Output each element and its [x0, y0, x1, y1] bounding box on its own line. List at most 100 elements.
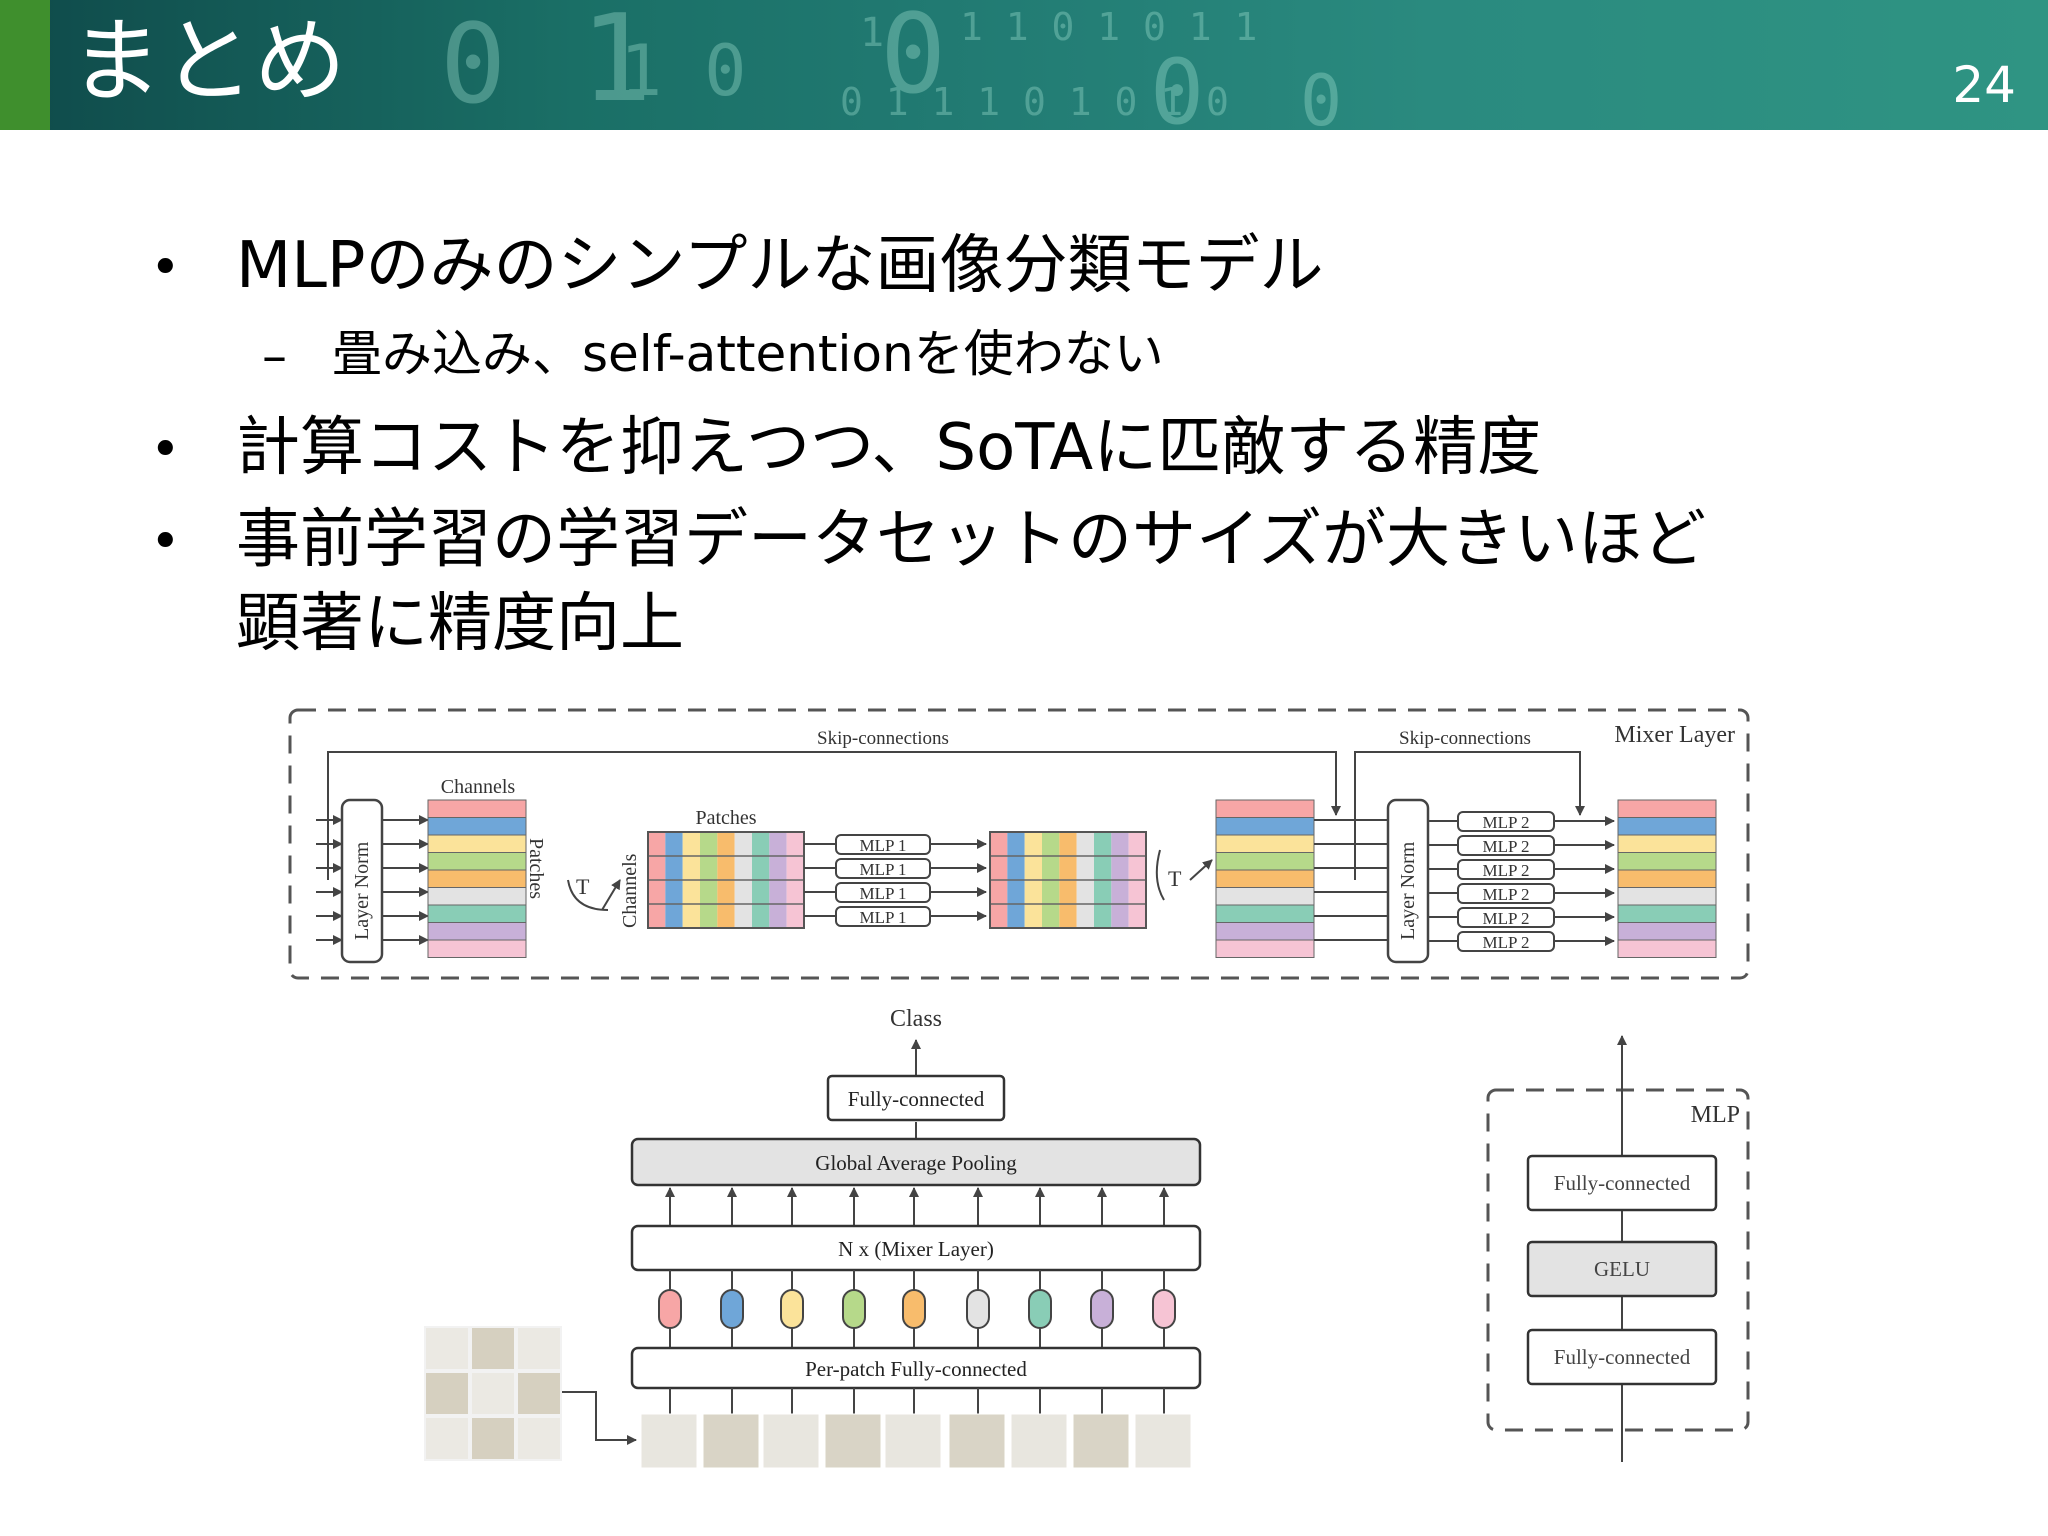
channel-row	[427, 922, 527, 941]
mlp1-label: MLP 1	[859, 908, 906, 927]
mlp1-label: MLP 1	[859, 884, 906, 903]
patch-token	[780, 1289, 804, 1329]
bullet-3-line2: 顕著に精度向上	[236, 587, 684, 661]
image-patch	[702, 1413, 760, 1469]
grid-frame	[989, 831, 1147, 929]
patches-label-rotated: Patches	[525, 838, 547, 899]
channel-row	[427, 904, 527, 923]
channel-row	[1617, 887, 1717, 906]
sub-bullet-1: 畳み込み、self-attentionを使わない	[332, 325, 1164, 383]
image-patch	[472, 1328, 514, 1369]
mlp2-label: MLP 2	[1482, 909, 1529, 928]
channel-row	[1617, 799, 1717, 818]
patch-token	[1152, 1289, 1176, 1329]
mixer-layer-panel: Mixer Layer Skip-connections Skip-connec…	[288, 708, 1750, 980]
transpose-label-1: T	[576, 874, 590, 899]
page-number: 24	[1952, 56, 2016, 114]
channel-row	[1215, 817, 1315, 836]
channel-row	[1215, 939, 1315, 958]
image-patch	[426, 1373, 468, 1414]
channel-row	[427, 817, 527, 836]
patches-label: Patches	[695, 807, 756, 829]
mlp2-label: MLP 2	[1482, 861, 1529, 880]
patch-token	[966, 1289, 990, 1329]
bullet-marker: •	[150, 238, 181, 298]
channel-row	[427, 852, 527, 871]
patch-token	[902, 1289, 926, 1329]
patch-token	[658, 1289, 682, 1329]
image-patch	[884, 1413, 942, 1469]
mlp-fully-connected-top: Fully-connected	[1554, 1171, 1691, 1195]
channels-label-rotated: Channels	[619, 853, 641, 928]
channel-row	[1617, 904, 1717, 923]
channel-row	[427, 887, 527, 906]
channels-label: Channels	[441, 776, 516, 798]
mlp2-label: MLP 2	[1482, 933, 1529, 952]
header-banner: 0 1 1 0 1 0 1 1 0 1 0 1 1 0 1 1 1 0 1 0 …	[0, 0, 2048, 130]
image-patch	[426, 1328, 468, 1369]
fully-connected-head: Fully-connected	[848, 1087, 985, 1111]
skip-connections-label-2: Skip-connections	[1399, 728, 1531, 749]
global-average-pooling: Global Average Pooling	[815, 1151, 1017, 1175]
mlp1-label: MLP 1	[859, 860, 906, 879]
image-patch	[426, 1418, 468, 1459]
image-patch	[1134, 1413, 1192, 1469]
slide-title: まとめ	[70, 8, 347, 115]
mlp2-label: MLP 2	[1482, 837, 1529, 856]
channel-row	[1215, 922, 1315, 941]
mlp2-label: MLP 2	[1482, 813, 1529, 832]
image-patch	[518, 1328, 560, 1369]
channel-row	[1617, 939, 1717, 958]
channel-row	[1215, 852, 1315, 871]
patch-token	[842, 1289, 866, 1329]
channel-row	[1617, 869, 1717, 888]
banner-background-pattern: 0 1 1 0 1 0 1 1 0 1 0 1 1 0 1 1 1 0 1 0 …	[440, 0, 1343, 130]
channel-row	[1617, 834, 1717, 853]
patch-token	[720, 1289, 744, 1329]
channel-row	[427, 799, 527, 818]
bullet-3-line1: 事前学習の学習データセットのサイズが大きいほど	[236, 503, 1707, 577]
bullet-2: 計算コストを抑えつつ、SoTAに匹敵する精度	[236, 411, 1542, 485]
channel-row	[1617, 852, 1717, 871]
channel-row	[1215, 904, 1315, 923]
per-patch-fully-connected: Per-patch Fully-connected	[805, 1357, 1027, 1381]
skip-connections-label-1: Skip-connections	[817, 728, 949, 749]
grid-frame	[647, 831, 805, 929]
mixer-layer-stack: N x (Mixer Layer)	[838, 1237, 994, 1261]
bullet-marker: •	[150, 512, 181, 572]
image-patch	[472, 1373, 514, 1414]
bullet-marker: •	[150, 420, 181, 480]
channel-row	[427, 939, 527, 958]
layer-norm-label-1: Layer Norm	[351, 841, 373, 940]
channel-row	[1215, 887, 1315, 906]
channel-row	[1617, 922, 1717, 941]
mlp-fully-connected-bottom: Fully-connected	[1554, 1345, 1691, 1369]
image-patch	[824, 1413, 882, 1469]
input-image-grid	[424, 1326, 637, 1461]
image-patch	[948, 1413, 1006, 1469]
mlp-gelu: GELU	[1594, 1257, 1650, 1281]
layer-norm-label-2: Layer Norm	[1397, 841, 1419, 940]
image-patch	[518, 1373, 560, 1414]
banner-accent-bar	[0, 0, 50, 130]
channel-row	[1215, 834, 1315, 853]
channel-row	[1215, 799, 1315, 818]
mlp-block-title: MLP	[1691, 1102, 1740, 1128]
channel-row	[1215, 869, 1315, 888]
image-patch	[1010, 1413, 1068, 1469]
image-patch	[518, 1418, 560, 1459]
mixer-layer-title: Mixer Layer	[1614, 722, 1735, 748]
image-patch	[472, 1418, 514, 1459]
patch-token	[1028, 1289, 1052, 1329]
model-pipeline: Class Fully-connected Global Average Poo…	[424, 1006, 1202, 1469]
channel-row	[427, 834, 527, 853]
channel-row	[427, 869, 527, 888]
mlp-block-panel: MLP Fully-connected GELU Fully-connected	[1486, 1035, 1750, 1462]
patch-token	[1090, 1289, 1114, 1329]
channel-row	[1617, 817, 1717, 836]
mlp2-label: MLP 2	[1482, 885, 1529, 904]
transpose-label-2: T	[1168, 866, 1182, 891]
bullet-1: MLPのみのシンプルな画像分類モデル	[236, 229, 1324, 303]
class-label: Class	[890, 1006, 942, 1032]
